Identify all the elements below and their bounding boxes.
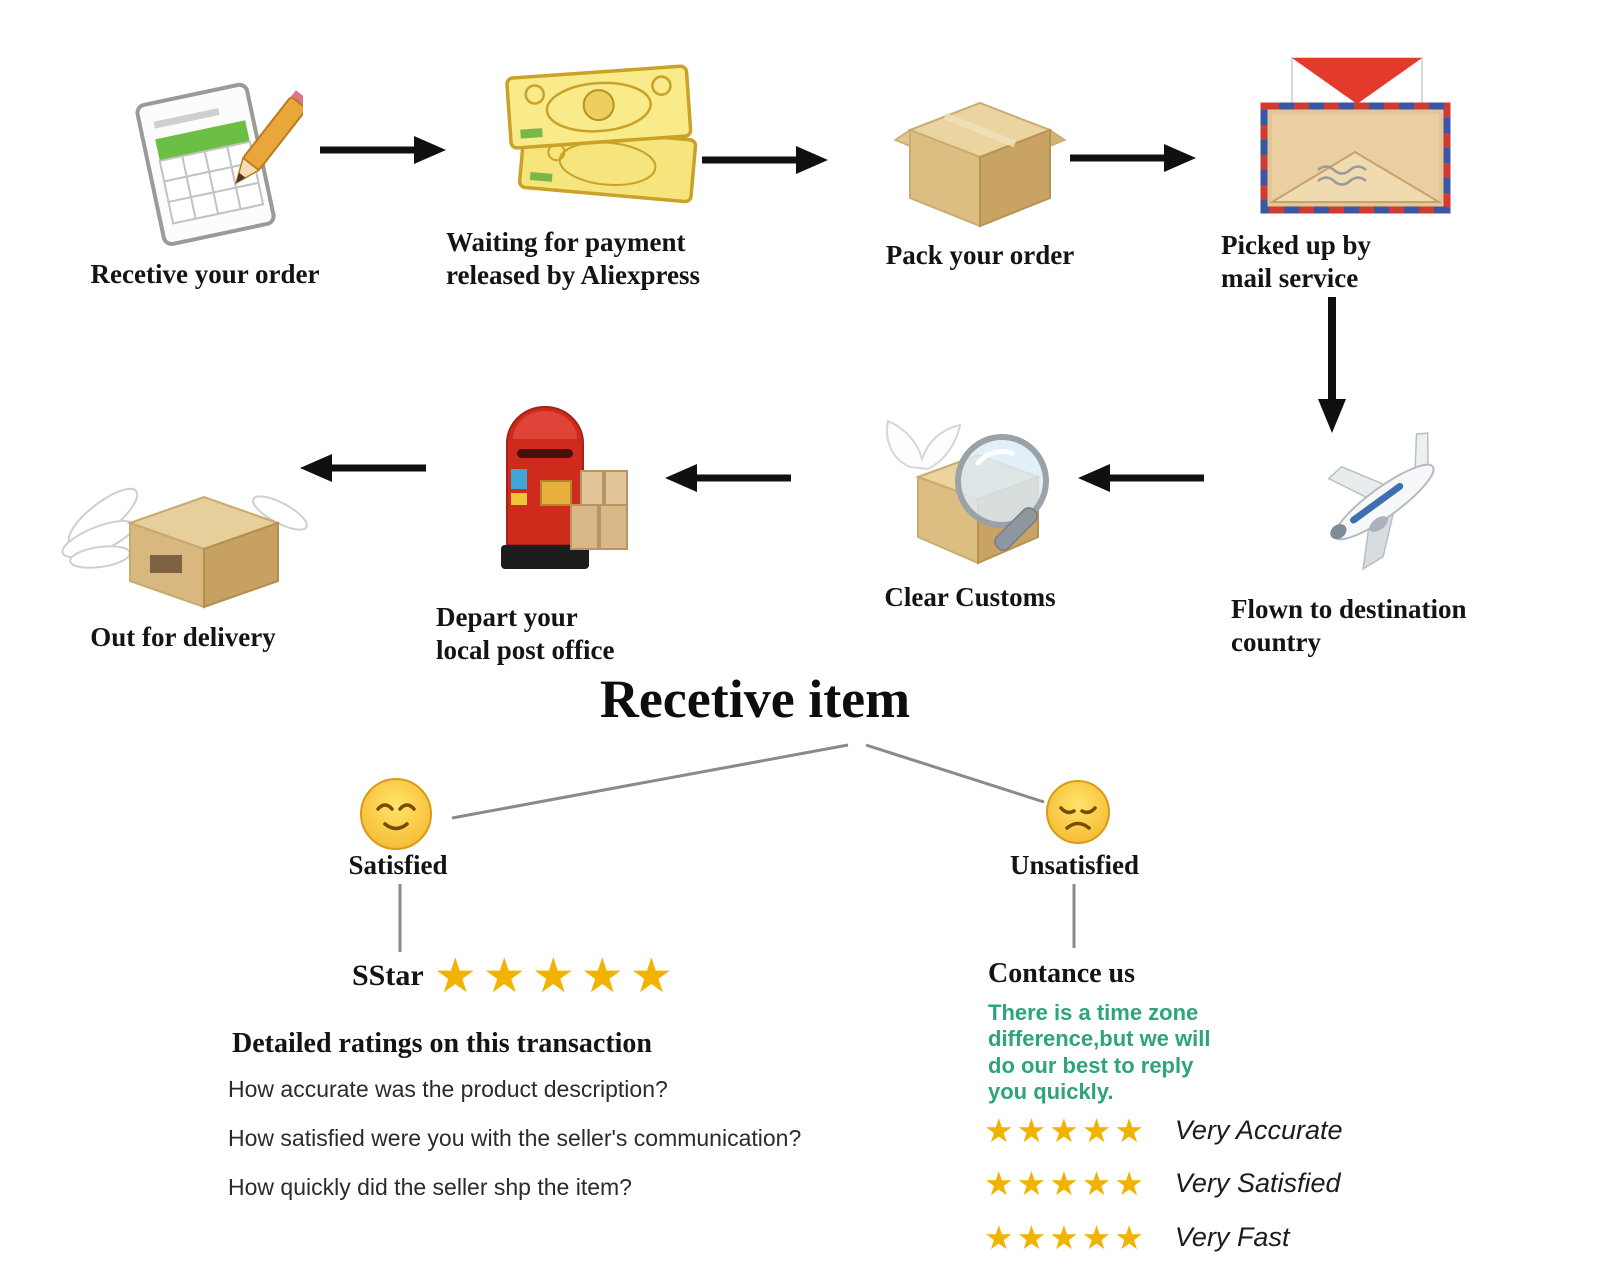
five-stars-icon: ★★★★★ <box>984 1164 1147 1204</box>
rating-row-satisfied: ★★★★★ Very Satisfied <box>984 1163 1343 1204</box>
rating-name: SStar <box>352 959 424 992</box>
five-stars-icon: ★★★★★ <box>984 1217 1147 1257</box>
step-label: Waiting for payment released by Aliexpre… <box>446 227 700 290</box>
mail-envelope-icon <box>1258 48 1453 223</box>
step-label: Picked up by mail service <box>1221 230 1372 293</box>
rating-row-accurate: ★★★★★ Very Accurate <box>984 1110 1343 1151</box>
detailed-ratings-heading: Detailed ratings on this transaction <box>232 1028 652 1059</box>
post-box-icon <box>455 385 635 595</box>
order-form-icon <box>108 72 312 252</box>
arrow-right-icon <box>700 140 828 185</box>
unsatisfied-label: Unsatisfied <box>1009 850 1139 880</box>
step-label: Out for delivery <box>90 622 276 652</box>
step-depart-post-office: Depart your local post office <box>420 385 670 667</box>
step-clear-customs: Clear Customs <box>845 405 1095 614</box>
arrow-right-icon <box>318 130 446 175</box>
unsatisfied-face-icon <box>1044 778 1112 851</box>
question-shipping-speed: How quickly did the seller shp the item? <box>228 1174 632 1200</box>
step-label: Flown to destination country <box>1231 594 1467 657</box>
step-label: Clear Customs <box>884 582 1056 612</box>
contact-us-heading: Contance us <box>988 958 1136 989</box>
satisfied-label: Satisfied <box>348 850 448 880</box>
step-waiting-payment: Waiting for payment released by Aliexpre… <box>430 60 770 292</box>
receive-item-title: Recetive item <box>599 669 911 729</box>
arrow-right-icon <box>1068 138 1196 183</box>
rating-label: Very Satisfied <box>1174 1168 1341 1199</box>
arrow-left-icon <box>1078 458 1206 503</box>
rating-legend: ★★★★★ Very Accurate ★★★★★ Very Satisfied… <box>984 1110 1343 1270</box>
step-flown-destination: Flown to destination country <box>1215 412 1545 659</box>
arrow-down-icon <box>1312 295 1352 440</box>
money-bills-icon <box>493 60 708 220</box>
question-communication: How satisfied were you with the seller's… <box>228 1125 802 1151</box>
timezone-note: There is a time zone difference,but we w… <box>988 1000 1211 1105</box>
five-star-rating: SStar ★★★★★ <box>352 952 679 1000</box>
step-label: Recetive your order <box>90 259 320 289</box>
satisfied-face-icon <box>358 776 434 857</box>
arrow-left-icon <box>300 448 428 493</box>
five-stars-icon: ★★★★★ <box>984 1111 1147 1150</box>
step-picked-up-mail: Picked up by mail service <box>1205 48 1505 295</box>
question-accuracy: How accurate was the product description… <box>228 1076 668 1102</box>
step-label: Depart your local post office <box>436 602 615 665</box>
package-box-icon <box>892 88 1068 233</box>
five-stars-icon: ★★★★★ <box>433 948 679 1004</box>
rating-label: Very Accurate <box>1174 1115 1343 1146</box>
step-receive-order: Recetive your order <box>55 72 355 291</box>
arrow-left-icon <box>665 458 793 503</box>
rating-label: Very Fast <box>1174 1221 1290 1252</box>
step-pack-order: Pack your order <box>855 88 1105 272</box>
airplane-icon <box>1293 412 1468 587</box>
customs-magnifier-icon <box>870 405 1070 575</box>
step-out-for-delivery: Out for delivery <box>48 455 318 654</box>
rating-questions: How accurate was the product description… <box>228 1076 801 1223</box>
step-label: Pack your order <box>885 240 1075 270</box>
winged-box-icon <box>58 455 308 615</box>
rating-row-fast: ★★★★★ Very Fast <box>984 1217 1343 1258</box>
